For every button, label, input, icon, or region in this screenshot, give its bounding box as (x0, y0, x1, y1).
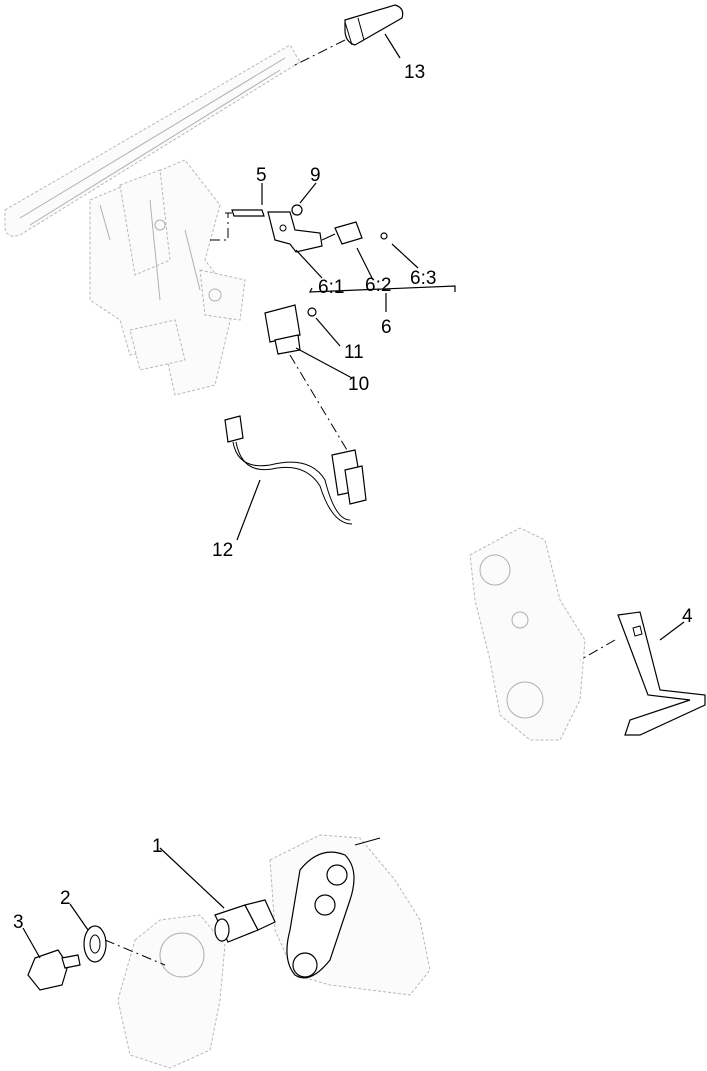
part-9-nut (291, 204, 303, 216)
gearbox-mechanism (286, 837, 381, 979)
gear-housing-ghost (469, 527, 586, 741)
part-3-knob (27, 939, 166, 991)
callout-13: 13 (404, 62, 425, 83)
part-12-harness (224, 415, 367, 525)
callout-5: 5 (256, 165, 267, 186)
part-6-3-screw (380, 232, 388, 240)
part-5-switch-pin (210, 209, 265, 241)
part-6-1-bracket (267, 211, 323, 253)
callout-6-1: 6:1 (318, 277, 344, 298)
callout-4: 4 (682, 606, 693, 627)
steering-column-ghost (4, 44, 301, 396)
gearbox-ghost (117, 834, 431, 1069)
callout-11: 11 (344, 342, 364, 363)
callout-3: 3 (13, 912, 24, 933)
part-10-connector (264, 304, 351, 456)
callout-2: 2 (60, 888, 71, 909)
part-4-clip (579, 611, 706, 736)
callout-10: 10 (348, 374, 369, 395)
callout-12: 12 (212, 540, 233, 561)
part-11-screw (307, 307, 317, 317)
callout-9: 9 (310, 165, 321, 186)
part-1-bushing (214, 899, 276, 943)
part-6-2-switch (321, 221, 363, 245)
callout-6: 6 (381, 317, 392, 338)
part-13-sleeve (294, 4, 404, 66)
callout-6-2: 6:2 (365, 275, 391, 296)
callout-6-3: 6:3 (410, 268, 436, 289)
callouts: 13 5 9 6:1 6:2 6:3 6 11 10 12 4 1 2 3 (13, 62, 693, 933)
callout-1: 1 (152, 836, 163, 857)
part-2-washer (83, 925, 107, 963)
leader-lines (22, 33, 685, 959)
